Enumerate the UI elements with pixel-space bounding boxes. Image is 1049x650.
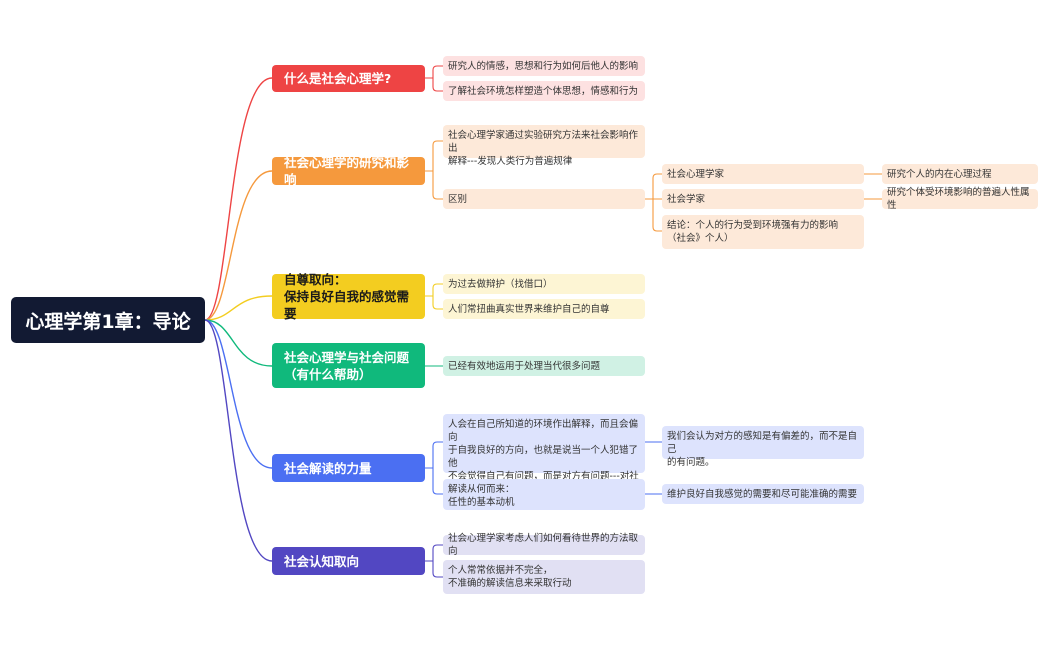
leaf-label: 社会学家 <box>667 193 706 205</box>
leaf-label: 研究人的情感，思想和行为如何后他人的影响 <box>448 60 639 72</box>
branch-research-and-impact[interactable]: 社会心理学的研究和影响 <box>272 155 425 187</box>
leaf-justification[interactable]: 为过去做辩护（找借口） <box>443 274 645 294</box>
leaf-label: 个人常常依据并不完全， 不准确的解读信息来采取行动 <box>448 565 572 589</box>
leaf-label: 研究个人的内在心理过程 <box>887 168 992 180</box>
leaf-label: 社会心理学家考虑人们如何看待世界的方法取向 <box>448 533 639 557</box>
branch-label: 自尊取向： 保持良好自我的感觉需要 <box>284 272 410 321</box>
leaf-label: 社会心理学家通过实验研究方法来社会影响作出 解释---发现人类行为普遍规律 <box>448 130 639 167</box>
leaf-label: 人们常扭曲真实世界来维护自己的自尊 <box>448 303 610 315</box>
branch-label: 社会认知取向 <box>284 553 360 569</box>
leaf-individual-psychology[interactable]: 研究个人的内在心理过程 <box>882 164 1038 184</box>
leaf-social-psychologist[interactable]: 社会心理学家 <box>662 164 864 184</box>
leaf-label: 结论：个人的行为受到环境强有力的影响 （社会》个人） <box>667 220 839 244</box>
leaf-label: 解读从何而来： 任性的基本动机 <box>448 484 515 508</box>
leaf-label: 为过去做辩护（找借口） <box>448 278 553 290</box>
leaf-difference[interactable]: 区别 <box>443 189 645 209</box>
leaf-label: 已经有效地运用于处理当代很多问题 <box>448 360 601 372</box>
connector-root-b3 <box>204 295 273 321</box>
leaf-incomplete-information[interactable]: 个人常常依据并不完全， 不准确的解读信息来采取行动 <box>443 560 645 594</box>
leaf-self-serving-interpretation[interactable]: 人会在自己所知道的环境作出解释，而且会偏向 于自我良好的方向，也就是说当一个人犯… <box>443 414 645 495</box>
leaf-definition-1[interactable]: 研究人的情感，思想和行为如何后他人的影响 <box>443 56 645 76</box>
branch-label: 社会心理学与社会问题 （有什么帮助） <box>284 349 410 382</box>
root-topic-label: 心理学第1章：导论 <box>25 310 191 333</box>
leaf-construal-origin[interactable]: 解读从何而来： 任性的基本动机 <box>443 479 645 510</box>
leaf-label: 我们会认为对方的感知是有偏差的，而不是自己 的有问题。 <box>667 431 858 468</box>
leaf-biased-perception[interactable]: 我们会认为对方的感知是有偏差的，而不是自己 的有问题。 <box>662 426 864 468</box>
leaf-definition-2[interactable]: 了解社会环境怎样塑造个体思想，情感和行为 <box>443 81 645 101</box>
connector-root-b4 <box>204 319 273 367</box>
branch-social-cognition[interactable]: 社会认知取向 <box>272 547 425 575</box>
connector-root-b6 <box>204 319 273 562</box>
leaf-label: 维护良好自我感觉的需要和尽可能准确的需要 <box>667 488 858 500</box>
branch-power-of-construal[interactable]: 社会解读的力量 <box>272 454 425 482</box>
branch-self-esteem[interactable]: 自尊取向： 保持良好自我的感觉需要 <box>272 272 425 321</box>
leaf-research-method[interactable]: 社会心理学家通过实验研究方法来社会影响作出 解释---发现人类行为普遍规律 <box>443 125 645 167</box>
branch-label: 什么是社会心理学? <box>284 71 392 86</box>
leaf-worldview-approach[interactable]: 社会心理学家考虑人们如何看待世界的方法取向 <box>443 533 645 557</box>
leaf-conclusion[interactable]: 结论：个人的行为受到环境强有力的影响 （社会》个人） <box>662 215 864 249</box>
leaf-sociologist[interactable]: 社会学家 <box>662 189 864 209</box>
leaf-label: 研究个体受环境影响的普遍人性属性 <box>887 187 1030 211</box>
leaf-self-esteem-accuracy[interactable]: 维护良好自我感觉的需要和尽可能准确的需要 <box>662 484 864 504</box>
leaf-label: 区别 <box>448 193 468 205</box>
connector-root-b1 <box>204 77 273 321</box>
branch-social-problems[interactable]: 社会心理学与社会问题 （有什么帮助） <box>272 343 425 388</box>
branch-what-is-social-psychology[interactable]: 什么是社会心理学? <box>272 65 425 92</box>
leaf-distort-reality[interactable]: 人们常扭曲真实世界来维护自己的自尊 <box>443 299 645 319</box>
leaf-label: 社会心理学家 <box>667 168 725 180</box>
connector-root-b5 <box>204 319 273 469</box>
leaf-label: 了解社会环境怎样塑造个体思想，情感和行为 <box>448 85 639 97</box>
connector-root-b2 <box>204 170 273 321</box>
branch-label: 社会解读的力量 <box>284 460 372 476</box>
leaf-applied-to-problems[interactable]: 已经有效地运用于处理当代很多问题 <box>443 356 645 376</box>
leaf-universal-human-nature[interactable]: 研究个体受环境影响的普遍人性属性 <box>882 187 1038 211</box>
root-topic[interactable]: 心理学第1章：导论 <box>11 297 205 343</box>
branch-label: 社会心理学的研究和影响 <box>284 155 410 187</box>
